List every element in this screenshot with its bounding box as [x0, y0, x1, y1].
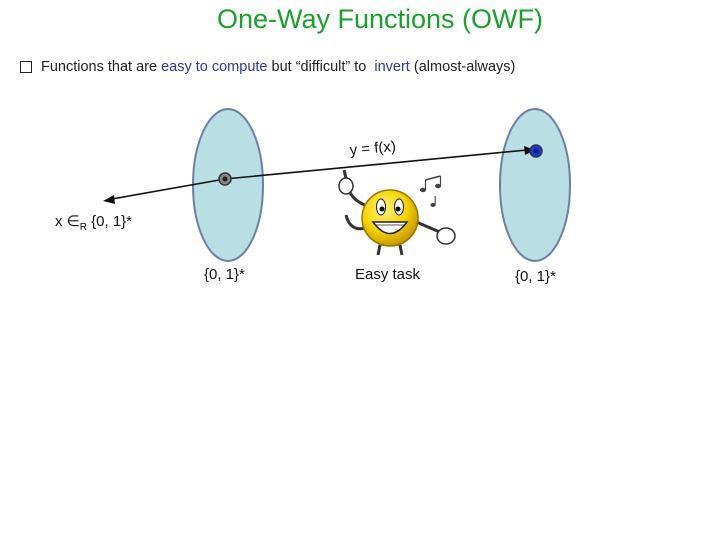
range-point-core [534, 149, 539, 154]
domain-point-core [223, 177, 228, 182]
input-label-set: {0, 1}* [87, 213, 132, 230]
input-label-subscript: R [80, 222, 87, 233]
range-ellipse [500, 109, 570, 261]
smiley-pointing-icon [339, 170, 455, 255]
range-label: {0, 1}* [515, 268, 556, 285]
easy-task-label: Easy task [355, 266, 420, 283]
input-label: x ∈R {0, 1}* [55, 212, 132, 233]
input-label-prefix: x ∈ [55, 213, 80, 230]
input-arrowhead [103, 195, 115, 204]
music-notes-icon [420, 176, 441, 207]
domain-label: {0, 1}* [204, 266, 245, 283]
